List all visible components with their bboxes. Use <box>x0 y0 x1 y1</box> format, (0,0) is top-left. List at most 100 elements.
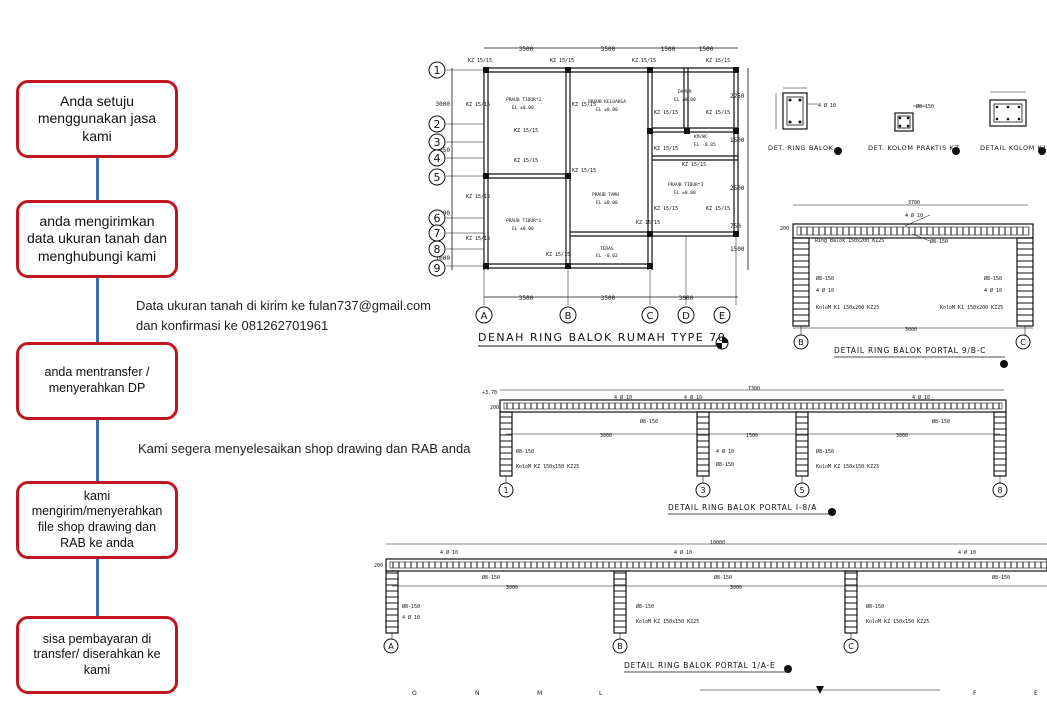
room-level: EL ±0.00 <box>596 200 618 206</box>
stirrup-label: Ø8-150 <box>716 461 734 468</box>
rebar-label: 4 Ø 10 <box>402 614 420 621</box>
dim-right-5: 1500 <box>730 246 745 253</box>
section-marker-icon <box>1038 147 1046 155</box>
grid-row-label: 1 <box>434 64 441 77</box>
rebar-label: 4 Ø 10 <box>984 287 1002 294</box>
stirrup-label: Ø8-150 <box>866 603 884 610</box>
section-marker-icon <box>828 508 836 516</box>
detail-title-ring-balok: DET. RING BALOK <box>768 144 834 152</box>
room-name: KM/WC <box>694 134 708 140</box>
grid-bubble <box>559 306 577 324</box>
section-marker-icon <box>834 147 842 155</box>
room-level: EL ±0.00 <box>674 97 696 103</box>
plan-title: DENAH RING BALOK RUMAH TYPE 70 <box>478 331 726 344</box>
dim-right-3: 2500 <box>730 185 745 192</box>
column-tag: KZ 15/15 <box>468 58 492 64</box>
rebar-label: 4 Ø 10 <box>905 212 923 219</box>
stirrup-label: Ø8-150 <box>816 448 834 455</box>
room-level: EL ±0.00 <box>512 105 534 111</box>
column-tag: KZ 15/15 <box>706 58 730 64</box>
portal-9bc <box>792 204 1034 338</box>
grid-label: B <box>617 642 623 651</box>
grid-label: C <box>848 642 854 651</box>
kolom-k1-label: KoloM K1 150x200 KZ25 <box>816 305 879 311</box>
rebar-label: 4 Ø 10 <box>818 102 836 109</box>
section-marker-icon <box>952 147 960 155</box>
detail-title-kolom-k1: DETAIL KOLOM K1 <box>980 144 1047 152</box>
column-tag: KZ 15/15 <box>654 146 678 152</box>
note-phone: dan konfirmasi ke 081262701961 <box>136 318 329 334</box>
kolom-kz-label: KoloM KZ 150x150 KZ25 <box>866 619 929 625</box>
grid-label: 8 <box>997 486 1002 495</box>
grid-row-label: 3 <box>434 136 441 149</box>
beam-height: 200 <box>490 405 499 411</box>
stirrup-label: Ø8-150 <box>402 603 420 610</box>
column-tag: KZ 15/15 <box>682 162 706 168</box>
grid-col-label: B <box>565 311 572 322</box>
dim-left-4: 1000 <box>436 255 451 262</box>
column-tag: KZ 15/15 <box>466 194 490 200</box>
column-tag: KZ 15/15 <box>654 110 678 116</box>
dim-right-2: 1500 <box>730 137 745 144</box>
rebar-label: 4 Ø 10 <box>912 394 930 401</box>
grid-bubble <box>428 149 446 167</box>
section-marker-icon <box>1000 360 1008 368</box>
dim-top-3: 1500 <box>661 46 676 53</box>
grid-bubble <box>428 168 446 186</box>
grid-bubble <box>713 306 731 324</box>
section-marker-icon <box>784 665 792 673</box>
portal-9bc-span: 3700 <box>908 200 920 206</box>
detail-title-portal-18a: DETAIL RING BALOK PORTAL I-8/A <box>668 503 817 512</box>
grid-label: 5 <box>799 486 804 495</box>
dim-bottom-3: 3000 <box>679 295 694 302</box>
rebar-label: 4 Ø 10 <box>674 549 692 556</box>
room-level: EL ±0.00 <box>674 190 696 196</box>
grid-row-label: 8 <box>434 243 441 256</box>
room-name: PRAUB TIDUR*2 <box>506 97 542 103</box>
column-tag: KZ 15/15 <box>632 58 656 64</box>
stirrup-label: Ø8-150 <box>932 418 950 425</box>
detail-kolom-k1 <box>989 91 1027 127</box>
note-finish: Kami segera menyelesaikan shop drawing d… <box>138 441 471 456</box>
grid-label: C <box>1020 338 1026 347</box>
grid-bubble <box>677 306 695 324</box>
grid-bubble <box>475 306 493 324</box>
level-label: +3.70 <box>482 390 497 396</box>
grid-row-label: 6 <box>434 212 441 225</box>
span-label: 3000 <box>600 433 612 439</box>
column-tag: KZ 15/15 <box>514 158 538 164</box>
grid-bubble <box>793 334 809 350</box>
column-tag: KZ 15/15 <box>706 110 730 116</box>
column-tag: KZ 15/15 <box>572 102 596 108</box>
room-labels: PRAUB TIDUR*2 EL ±0.00 PRAUB KELUARGA EL… <box>506 89 716 259</box>
detail-title-portal-9bc: DETAIL RING BALOK PORTAL 9/B-C <box>834 346 986 355</box>
grid-label: A <box>388 642 394 651</box>
grid-row-label: 4 <box>434 152 441 165</box>
room-level: EL -0.05 <box>694 142 716 148</box>
stirrup-label: Ø8-150 <box>714 574 732 581</box>
flow-step-deliver-files: kami mengirim/menyerahkan file shop draw… <box>16 481 178 559</box>
room-name: PRAUB TIDUR*3 <box>668 182 704 188</box>
stirrup-label: Ø8-150 <box>482 574 500 581</box>
grid-bubble <box>428 240 446 258</box>
rebar-label: 4 Ø 10 <box>716 448 734 455</box>
grid-bubble <box>612 638 628 654</box>
grid-bubble <box>843 638 859 654</box>
grid-col-label: D <box>682 311 690 322</box>
section-marker-fill <box>716 337 728 349</box>
column-tag: KZ 15/15 <box>466 236 490 242</box>
note-email: Data ukuran tanah di kirim ke fulan737@g… <box>136 298 432 313</box>
grid-label: 3 <box>700 486 705 495</box>
column-tag: KZ 15/15 <box>514 128 538 134</box>
grid-bubble <box>428 61 446 79</box>
dim-right-1: 2250 <box>730 93 745 100</box>
grid-bubble <box>992 482 1008 498</box>
column-tags: KZ 15/15 KZ 15/15 KZ 15/15 KZ 15/15 KZ 1… <box>466 58 730 258</box>
note-send-data: Data ukuran tanah di kirim ke fulan737@g… <box>136 296 431 336</box>
rebar-label: 4 Ø 10 <box>816 287 834 294</box>
detail-title-portal-1ae: DETAIL RING BALOK PORTAL 1/A-E <box>624 661 776 670</box>
room-name: PRAUB KELUARGA <box>588 99 626 105</box>
span-label: 3000 <box>896 433 908 439</box>
grid-bubble <box>695 482 711 498</box>
